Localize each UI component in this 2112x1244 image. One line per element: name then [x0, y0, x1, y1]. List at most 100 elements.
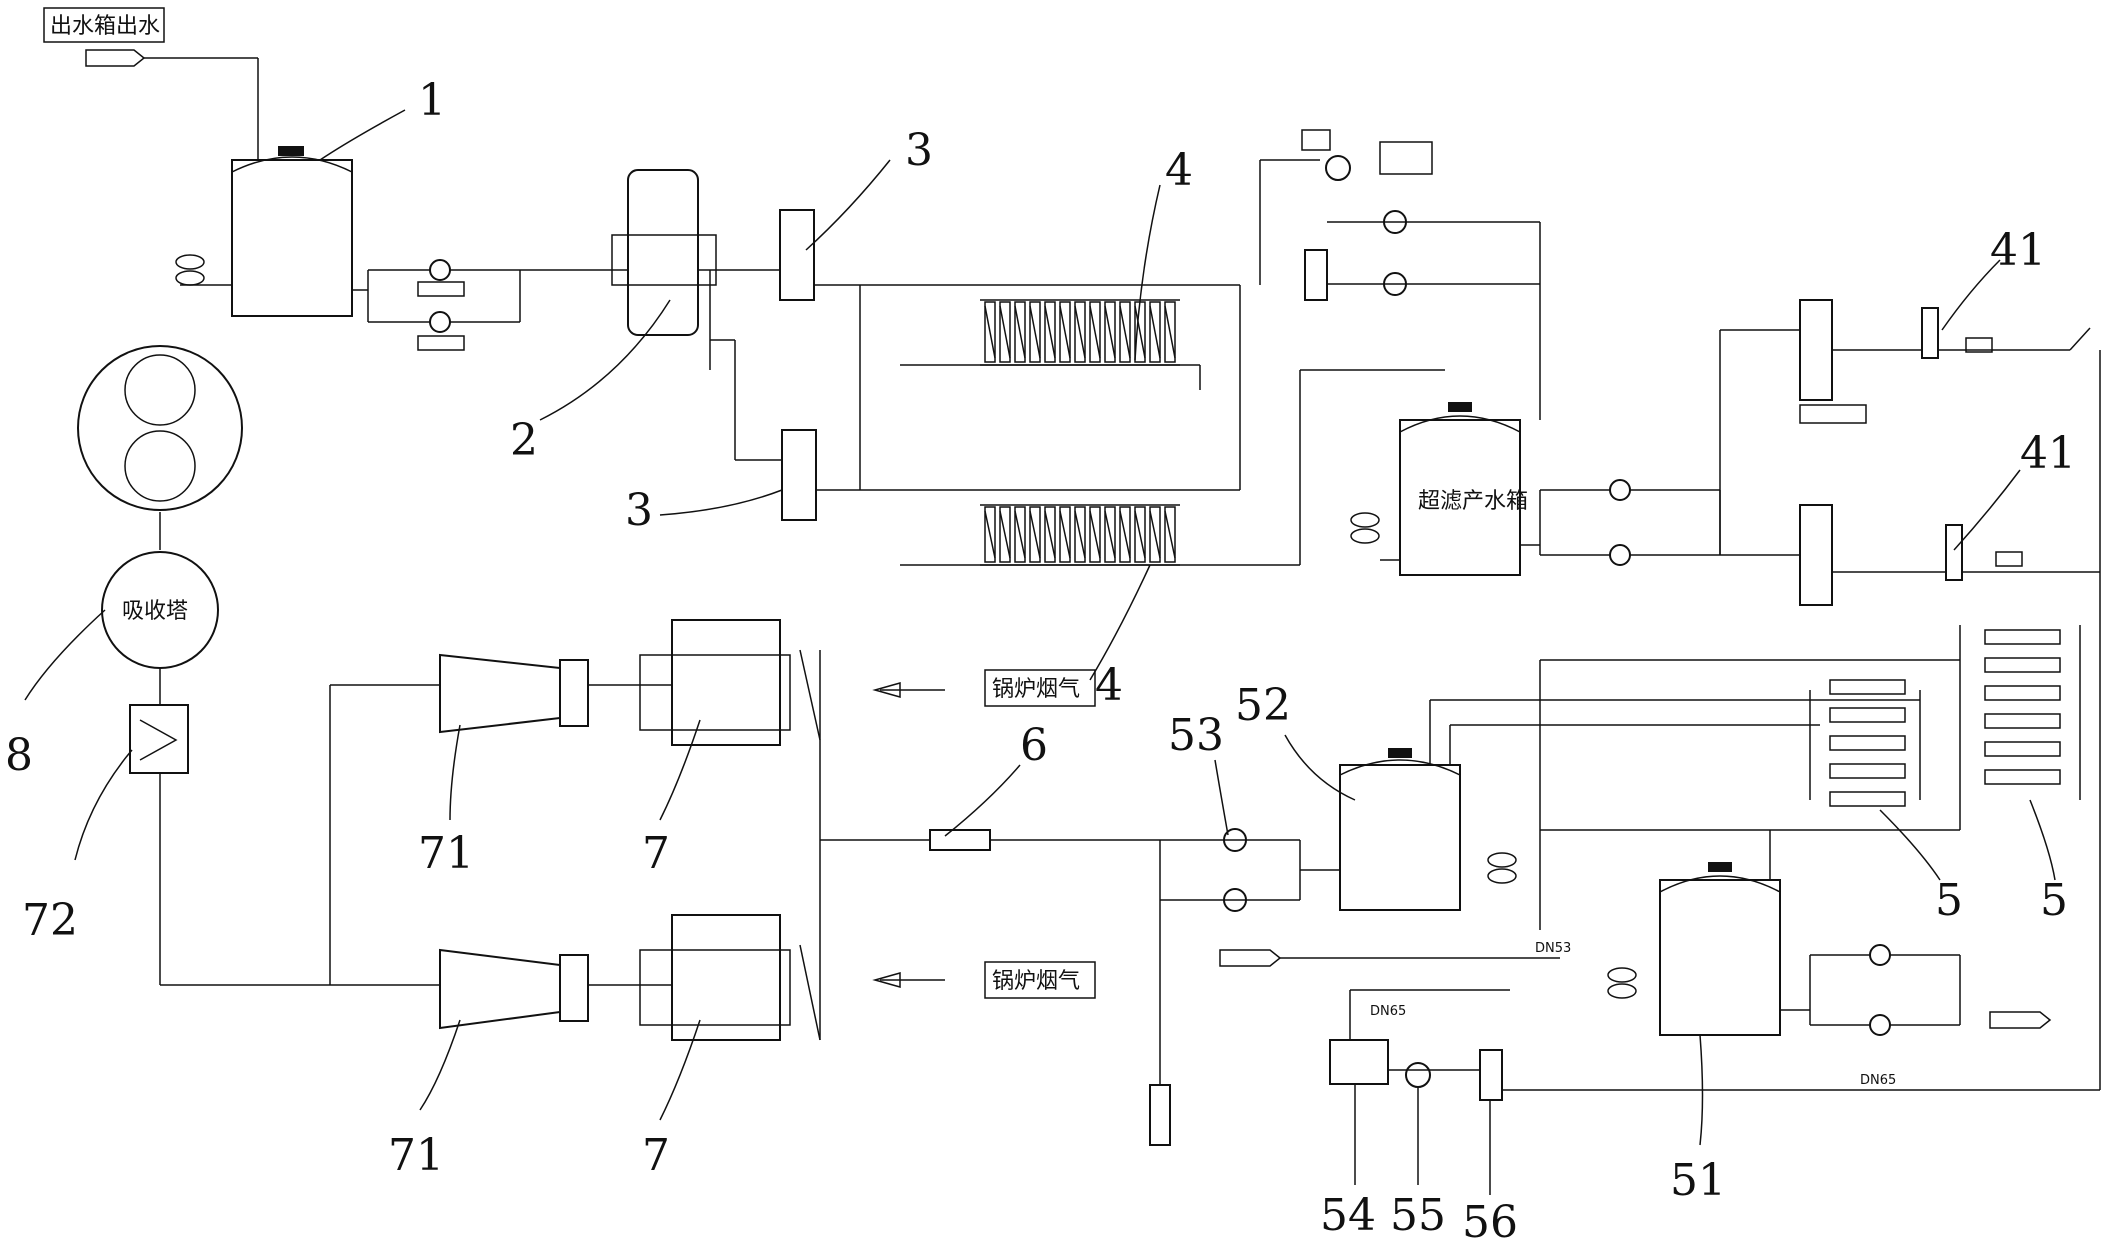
pump-pair-53: [1160, 828, 1340, 912]
ro-membrane: [1984, 741, 2061, 757]
uf-module: [1044, 301, 1056, 363]
uf-product-tank: 超滤产水箱: [1300, 369, 1528, 576]
uf-module: [1119, 506, 1131, 563]
uf-modules-4-upper: [859, 284, 1241, 490]
svg-text:5: 5: [1935, 875, 1963, 926]
uf-module-mark: [999, 305, 1011, 359]
uf-module: [1104, 301, 1116, 363]
collector-6: [819, 650, 1171, 1146]
svg-text:吸收塔: 吸收塔: [122, 599, 188, 624]
ro-membrane: [1984, 657, 2061, 673]
uf-module: [1104, 506, 1116, 563]
svg-text:出水箱出水: 出水箱出水: [50, 14, 160, 39]
uf-module-mark: [1119, 305, 1131, 359]
ro-membrane: [1984, 629, 2061, 645]
uf-module: [1164, 506, 1176, 563]
heat-exchanger-7-upper: 锅炉烟气: [588, 619, 1096, 746]
cartridge-filter-3-lower: [734, 340, 960, 521]
tank-1-accessory: [175, 254, 205, 286]
svg-text:53: 53: [1168, 710, 1224, 761]
uf-module-mark: [1134, 305, 1146, 359]
heat-exchanger-7-lower: 锅炉烟气: [588, 914, 1096, 1041]
uf-module-mark: [1134, 510, 1146, 559]
uf-module: [1014, 301, 1026, 363]
fan-71-lower: [330, 948, 589, 1030]
raw-water-tank-1: [180, 146, 353, 317]
absorption-tower-8: 吸收塔: [77, 345, 243, 705]
svg-text:DN65: DN65: [1370, 1004, 1406, 1019]
tank-52: [1339, 699, 1920, 911]
svg-text:71: 71: [418, 828, 474, 879]
uf-module-mark: [1014, 305, 1026, 359]
ro-membrane: [1829, 679, 1906, 695]
uf-module-mark: [999, 510, 1011, 559]
uf-module: [1029, 506, 1041, 563]
ro-membrane: [1984, 769, 2061, 785]
ro-membrane: [1984, 685, 2061, 701]
uf-module: [1059, 301, 1071, 363]
uf-module: [984, 506, 996, 563]
uf-module-mark: [1104, 305, 1116, 359]
uf-module-mark: [1149, 510, 1161, 559]
ro-bank-5-left: [1539, 659, 1960, 930]
ro-membrane: [1829, 791, 1906, 807]
uf-module-mark: [1059, 510, 1071, 559]
uf-module-mark: [1089, 510, 1101, 559]
uf-module-mark: [1074, 510, 1086, 559]
uf-backwash-equipment: [1259, 129, 1541, 420]
ro-membrane: [1829, 763, 1906, 779]
uf-module: [999, 506, 1011, 563]
svg-text:DN65: DN65: [1860, 1073, 1896, 1088]
uf-module-mark: [1149, 305, 1161, 359]
uf-module: [1089, 301, 1101, 363]
uf-module-mark: [1029, 510, 1041, 559]
svg-text:72: 72: [22, 895, 78, 946]
svg-text:锅炉烟气: 锅炉烟气: [992, 969, 1080, 994]
fan-71-upper: [329, 653, 589, 985]
svg-text:54: 54: [1320, 1190, 1376, 1240]
uf-module-mark: [1014, 510, 1026, 559]
uf-module-mark: [1119, 510, 1131, 559]
svg-text:5: 5: [2040, 875, 2068, 926]
uf-module-mark: [1104, 510, 1116, 559]
source-water-inlet: 出水箱出水: [43, 7, 259, 160]
uf-module: [1164, 301, 1176, 363]
uf-module: [1149, 506, 1161, 563]
ro-bank-5-right: [1959, 625, 2081, 830]
ro-membrane: [1829, 735, 1906, 751]
svg-text:71: 71: [388, 1130, 444, 1181]
high-pressure-line-lower: [1720, 350, 2101, 1090]
svg-text:56: 56: [1462, 1197, 1518, 1240]
cip-system: DN53 DN65 DN65: [1219, 941, 2100, 1101]
uf-module: [984, 301, 996, 363]
svg-text:41: 41: [2020, 428, 2076, 479]
svg-text:锅炉烟气: 锅炉烟气: [992, 677, 1080, 702]
uf-module-mark: [1074, 305, 1086, 359]
uf-modules-4-lower: [900, 370, 1301, 566]
callout-labels: 1 2 3 3 4 4 41 41 5 5 51 52 53 54 55 56 …: [5, 75, 2076, 1244]
uf-module-mark: [1044, 305, 1056, 359]
uf-module: [1149, 301, 1161, 363]
uf-module: [1059, 506, 1071, 563]
uf-module-mark: [984, 305, 996, 359]
heat-exchanger-72: [129, 704, 330, 986]
ro-membrane: [1829, 707, 1906, 723]
uf-module-mark: [1059, 305, 1071, 359]
uf-module: [1029, 301, 1041, 363]
uf-module: [1089, 506, 1101, 563]
uf-module-mark: [1029, 305, 1041, 359]
svg-text:1: 1: [418, 75, 446, 126]
uf-module: [999, 301, 1011, 363]
uf-module-mark: [1044, 510, 1056, 559]
svg-text:7: 7: [642, 828, 670, 879]
svg-text:3: 3: [625, 485, 653, 536]
uf-module-mark: [1164, 510, 1176, 559]
svg-text:8: 8: [5, 730, 33, 781]
filter-2: [611, 169, 780, 370]
tank-51: [1607, 830, 2052, 1036]
svg-text:6: 6: [1020, 720, 1048, 771]
svg-text:55: 55: [1390, 1190, 1446, 1240]
uf-module-mark: [984, 510, 996, 559]
cartridge-filter-3-upper: [779, 209, 860, 301]
